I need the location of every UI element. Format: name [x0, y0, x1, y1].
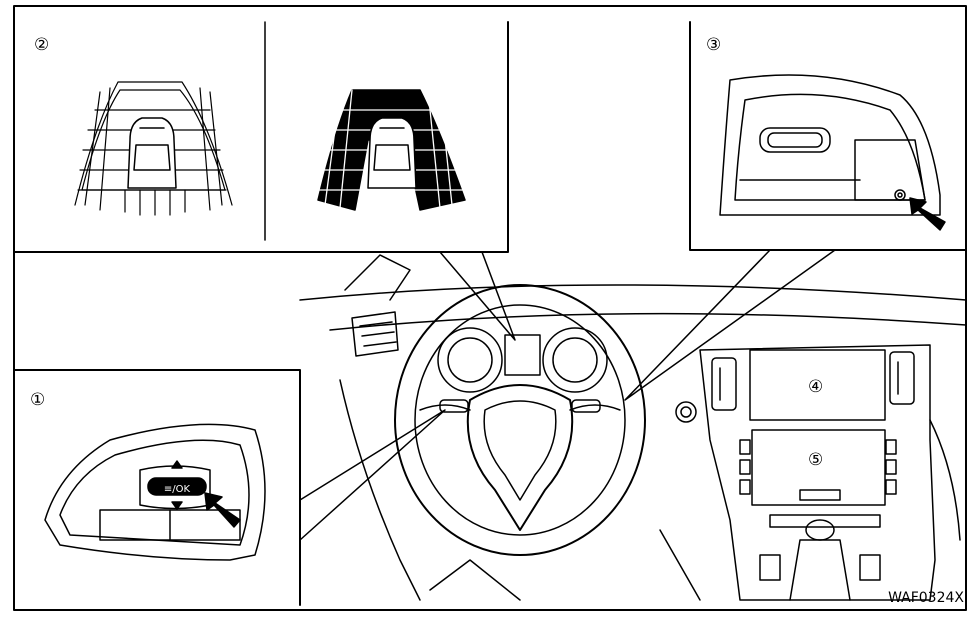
- shift-lever-area: [789, 539, 851, 601]
- ignition-knob-inner: [680, 406, 692, 418]
- callout-label-1: ①: [30, 390, 45, 410]
- steering-wheel-airbag: [483, 400, 557, 501]
- diagram-frame: [13, 5, 967, 611]
- steering-switch-leader: [299, 409, 446, 541]
- left-vent: [351, 311, 399, 357]
- steering-switch-panel: ≡/OK: [13, 369, 446, 606]
- camera-switch-area: [854, 139, 926, 201]
- camera-grid-filled: [317, 89, 467, 211]
- gauge-right-inner: [552, 337, 598, 383]
- steering-wheel-hub: [466, 384, 574, 531]
- shift-knob: [805, 519, 835, 541]
- gauge-right: [542, 327, 608, 393]
- center-vent-left: [711, 357, 737, 411]
- up-arrow-icon: [171, 460, 183, 469]
- dash-line-2: [329, 312, 967, 331]
- lower-display-screen: [751, 429, 886, 506]
- right-spoke: [569, 404, 621, 411]
- camera-button: [894, 189, 906, 201]
- pedal-area: [429, 559, 521, 601]
- camera-switch-panel: [624, 21, 967, 401]
- display-label-5: ⑤: [808, 450, 823, 470]
- right-switch-housing: [719, 74, 941, 216]
- right-spoke-switch: [571, 399, 601, 413]
- callout-label-2: ②: [34, 35, 49, 55]
- steering-wheel-rim-inner: [414, 304, 626, 536]
- center-vent-right: [889, 351, 915, 405]
- camera-grid-outline: [74, 81, 233, 216]
- camera-switch-leader: [624, 249, 836, 401]
- gauge-left-inner: [447, 337, 493, 383]
- left-pillar: [344, 254, 411, 301]
- ok-switch-label: ≡/OK: [164, 484, 191, 495]
- dash-top-line: [299, 284, 967, 301]
- camera-car-right: [367, 117, 417, 189]
- callout-label-3: ③: [706, 35, 721, 55]
- left-spoke: [419, 404, 471, 411]
- dashboard-illustration: [299, 254, 967, 601]
- right-switch-upper-button: [759, 127, 831, 153]
- gauge-left: [437, 327, 503, 393]
- camera-view-leader: [439, 251, 516, 341]
- left-spoke-switch: [439, 399, 469, 413]
- center-meter-display: [504, 334, 541, 376]
- ignition-knob: [675, 401, 697, 423]
- steering-wheel-rim-outer: [394, 284, 646, 556]
- center-stack: [699, 344, 936, 601]
- display-label-4: ④: [808, 377, 823, 397]
- camera-car-left: [127, 117, 177, 189]
- upper-display-screen: [749, 349, 886, 421]
- lower-dash-right: [659, 529, 701, 601]
- passenger-dash: [929, 419, 961, 541]
- left-lower-dash: [339, 379, 421, 601]
- left-switch-housing: [44, 423, 266, 561]
- down-arrow-icon: [171, 501, 183, 510]
- steering-switch-arrow: [204, 492, 241, 528]
- camera-view-panel: [13, 21, 516, 341]
- camera-switch-arrow: [909, 197, 946, 231]
- figure-code: WAF0324X: [888, 590, 964, 606]
- ok-switch: [147, 477, 207, 496]
